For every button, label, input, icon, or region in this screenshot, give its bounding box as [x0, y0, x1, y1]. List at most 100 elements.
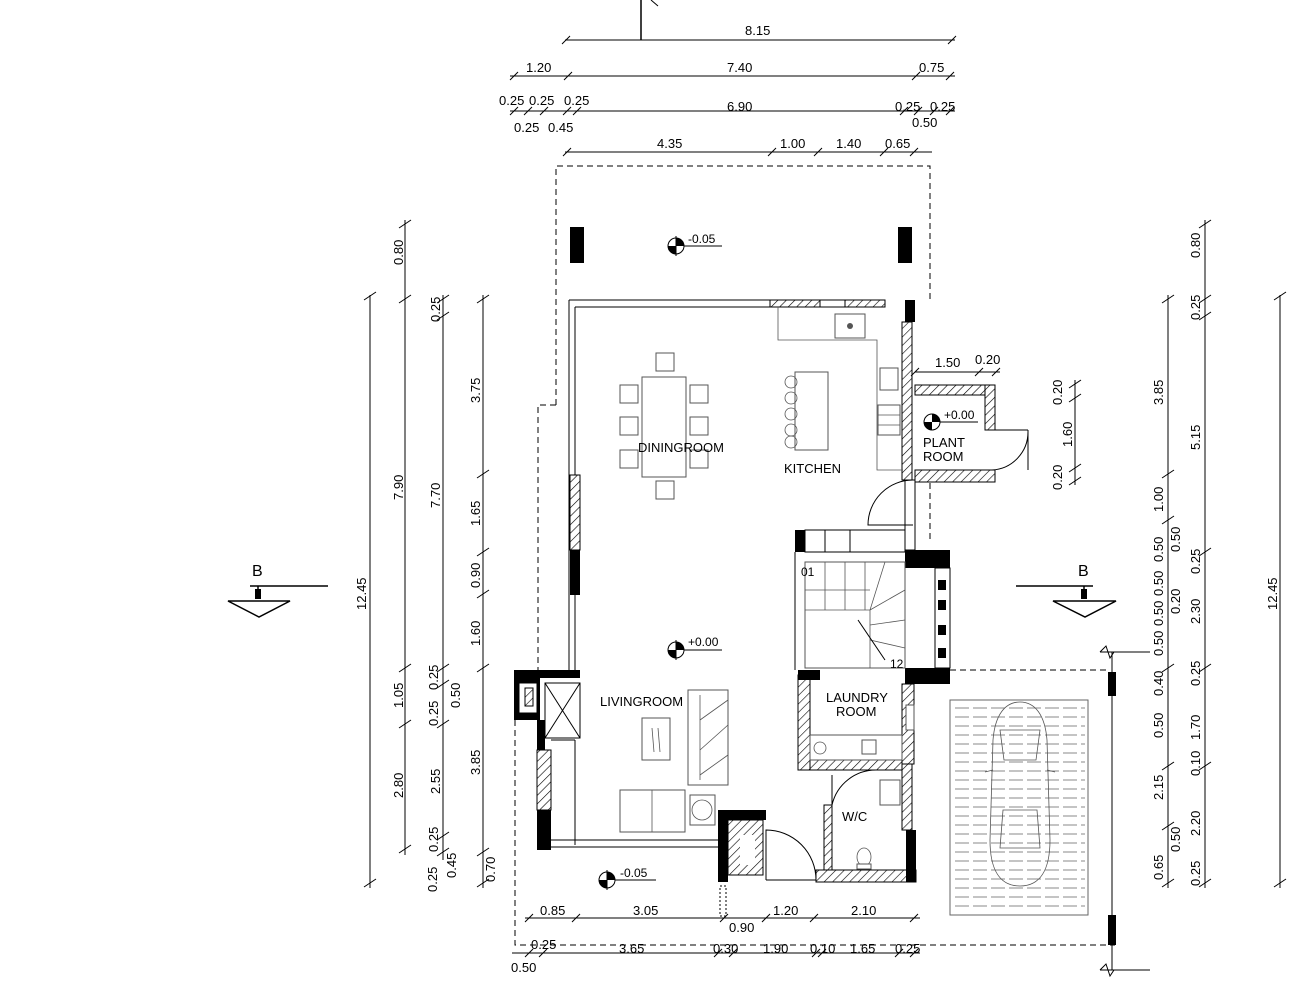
- dim-top-7-40: 7.40: [727, 60, 752, 75]
- dim-plant-0-20-a: 0.20: [1050, 380, 1065, 405]
- dim-plant-0-20-b: 0.20: [1050, 465, 1065, 490]
- dim-bottom-2-10: 2.10: [851, 903, 876, 918]
- dim-top-0-25-d: 0.25: [895, 99, 920, 114]
- dimensions-left: 12.45 0.80 7.90 1.05 2.80 0.25 0.25 7.70…: [354, 219, 498, 892]
- dining-table: [619, 352, 709, 500]
- plant-room: 1.50 0.20 0.20 1.60 0.20: [910, 352, 1082, 490]
- dim-right-1-70: 1.70: [1188, 715, 1203, 740]
- dim-right-0-50-f: 0.50: [1151, 713, 1166, 738]
- dim-right-0-80: 0.80: [1188, 233, 1203, 258]
- dim-plant-0-20: 0.20: [975, 352, 1000, 367]
- dim-right-5-15: 5.15: [1188, 425, 1203, 450]
- dim-left-0-50: 0.50: [448, 683, 463, 708]
- dim-left-0-80: 0.80: [391, 240, 406, 265]
- dim-bottom-0-90: 0.90: [729, 920, 754, 935]
- carport-paving-lines: [955, 707, 1085, 907]
- north-indicator: [640, 0, 659, 40]
- room-label-dining: DININGROOM: [638, 440, 724, 455]
- dim-top-0-45: 0.45: [548, 120, 573, 135]
- dim-right-0-25-b: 0.25: [1188, 549, 1203, 574]
- level-marker-top: -0.05: [667, 232, 722, 256]
- dim-left-2-80: 2.80: [391, 773, 406, 798]
- dim-top-6-90: 6.90: [727, 99, 752, 114]
- level-entry-label: -0.05: [620, 866, 648, 880]
- level-marker-plant: +0.00: [923, 408, 978, 431]
- dim-plant-1-60: 1.60: [1060, 422, 1075, 447]
- level-plant-label: +0.00: [944, 408, 975, 422]
- dim-left-0-70: 0.70: [483, 857, 498, 882]
- dim-left-0-25-b: 0.25: [428, 297, 443, 322]
- room-label-living: LIVINGROOM: [600, 694, 683, 709]
- stair-end-label: 12: [890, 657, 904, 671]
- dim-right-12-45: 12.45: [1265, 577, 1280, 610]
- room-labels: DININGROOM KITCHEN PLANT ROOM LIVINGROOM…: [600, 435, 965, 824]
- dim-left-0-25-e: 0.25: [426, 827, 441, 852]
- dim-bottom-3-65: 3.65: [619, 941, 644, 956]
- dim-bottom-0-85: 0.85: [540, 903, 565, 918]
- dim-top-8-15: 8.15: [745, 23, 770, 38]
- room-label-wc: W/C: [842, 809, 867, 824]
- living-furniture: [619, 689, 729, 833]
- dim-left-0-25-c: 0.25: [426, 665, 441, 690]
- dim-left-1-65: 1.65: [468, 501, 483, 526]
- dim-right-0-10: 0.10: [1188, 751, 1203, 776]
- dim-right-0-50-d: 0.50: [1151, 601, 1166, 626]
- dim-left-1-05: 1.05: [391, 683, 406, 708]
- entrance-marks: [719, 885, 727, 917]
- dim-right-0-50-c: 0.50: [1151, 571, 1166, 596]
- dim-bottom-0-50: 0.50: [511, 960, 536, 975]
- dim-right-1-00: 1.00: [1151, 487, 1166, 512]
- dim-plant-1-50: 1.50: [935, 355, 960, 370]
- dim-right-0-25-a: 0.25: [1188, 295, 1203, 320]
- dim-left-3-85: 3.85: [468, 750, 483, 775]
- dim-left-0-90: 0.90: [468, 563, 483, 588]
- section-label-left: B: [252, 563, 263, 580]
- dim-top-0-25-e: 0.25: [930, 99, 955, 114]
- dim-top-0-65: 0.65: [885, 136, 910, 151]
- level-living-label: +0.00: [688, 635, 719, 649]
- room-label-laundry-1: LAUNDRY: [826, 690, 888, 705]
- section-label-right: B: [1078, 563, 1089, 580]
- dim-top-1-20: 1.20: [526, 60, 551, 75]
- dim-left-3-75: 3.75: [468, 378, 483, 403]
- dim-top-1-40: 1.40: [836, 136, 861, 151]
- exterior-walls: [514, 299, 951, 883]
- dim-bottom-0-10: 0.10: [810, 941, 835, 956]
- room-label-plant-2: ROOM: [923, 449, 963, 464]
- wet-room-fixtures: [809, 704, 915, 870]
- dim-top-4-35: 4.35: [657, 136, 682, 151]
- level-marker-living: +0.00: [667, 635, 722, 660]
- dim-bottom-0-25-b: 0.25: [895, 941, 920, 956]
- dim-right-0-20: 0.20: [1168, 589, 1183, 614]
- dim-top-0-25-f: 0.25: [514, 120, 539, 135]
- level-marker-entry: -0.05: [598, 866, 656, 890]
- dim-top-0-25-c: 0.25: [564, 93, 589, 108]
- dim-top-1-00: 1.00: [780, 136, 805, 151]
- dim-top-0-25-b: 0.25: [529, 93, 554, 108]
- dim-right-0-50-a: 0.50: [1168, 527, 1183, 552]
- kitchen-fixtures: [777, 307, 914, 526]
- dim-left-12-45: 12.45: [354, 577, 369, 610]
- dim-right-0-40: 0.40: [1151, 671, 1166, 696]
- dim-left-0-25-a: 0.25: [425, 867, 440, 892]
- dim-top-0-50: 0.50: [912, 115, 937, 130]
- dim-top-0-25-a: 0.25: [499, 93, 524, 108]
- dim-top-0-75: 0.75: [919, 60, 944, 75]
- room-label-plant-1: PLANT: [923, 435, 965, 450]
- room-label-laundry-2: ROOM: [836, 704, 876, 719]
- dimensions-right: 12.45 0.80 0.25 5.15 0.50 0.25 2.30 0.25…: [1151, 219, 1287, 888]
- dim-right-0-50-g: 0.50: [1168, 827, 1183, 852]
- dim-right-3-85: 3.85: [1151, 380, 1166, 405]
- car-icon: [989, 701, 1051, 887]
- dim-bottom-1-20: 1.20: [773, 903, 798, 918]
- stair-start-label: 01: [801, 565, 815, 579]
- dimensions-bottom: 0.85 3.05 1.20 2.10 0.90 0.25 3.65 0.30 …: [511, 903, 920, 975]
- dim-bottom-1-65: 1.65: [850, 941, 875, 956]
- terrace-outline: [514, 165, 1115, 946]
- dim-right-0-25-c: 0.25: [1188, 661, 1203, 686]
- section-marker-left: B: [227, 563, 328, 618]
- dim-right-0-50-e: 0.50: [1151, 631, 1166, 656]
- dimensions-top: 8.15 1.20 7.40 0.75 0.25 0.25 0.25 6.90 …: [499, 23, 957, 157]
- dim-left-1-60: 1.60: [468, 621, 483, 646]
